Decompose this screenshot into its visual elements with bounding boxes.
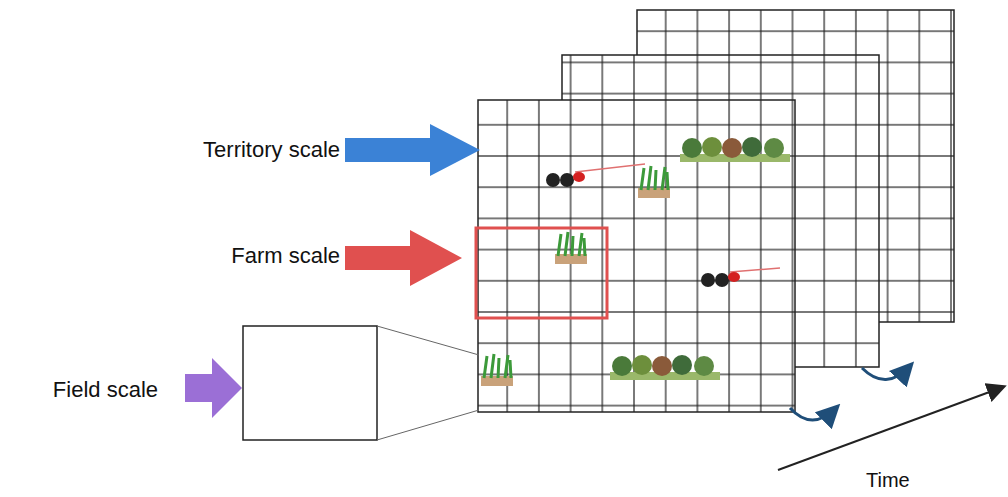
farm-outline	[476, 228, 607, 318]
zoom-line	[377, 410, 479, 440]
time-grid	[478, 10, 954, 412]
field-arrow	[185, 358, 242, 418]
territory-scale-label: Territory scale	[203, 138, 340, 162]
field-box	[243, 326, 377, 440]
pest-icons	[546, 164, 780, 287]
farm-arrow	[345, 230, 462, 286]
field-scale-label: Field scale	[53, 378, 158, 402]
territory-arrow	[345, 124, 480, 176]
time-axis	[778, 387, 1003, 470]
farm-scale-label: Farm scale	[231, 244, 340, 268]
zoom-line	[377, 326, 479, 355]
layer-curve-arrow	[790, 408, 836, 420]
crop-icons	[481, 137, 790, 386]
time-label: Time	[866, 469, 910, 491]
layer-curve-arrow	[862, 366, 910, 380]
